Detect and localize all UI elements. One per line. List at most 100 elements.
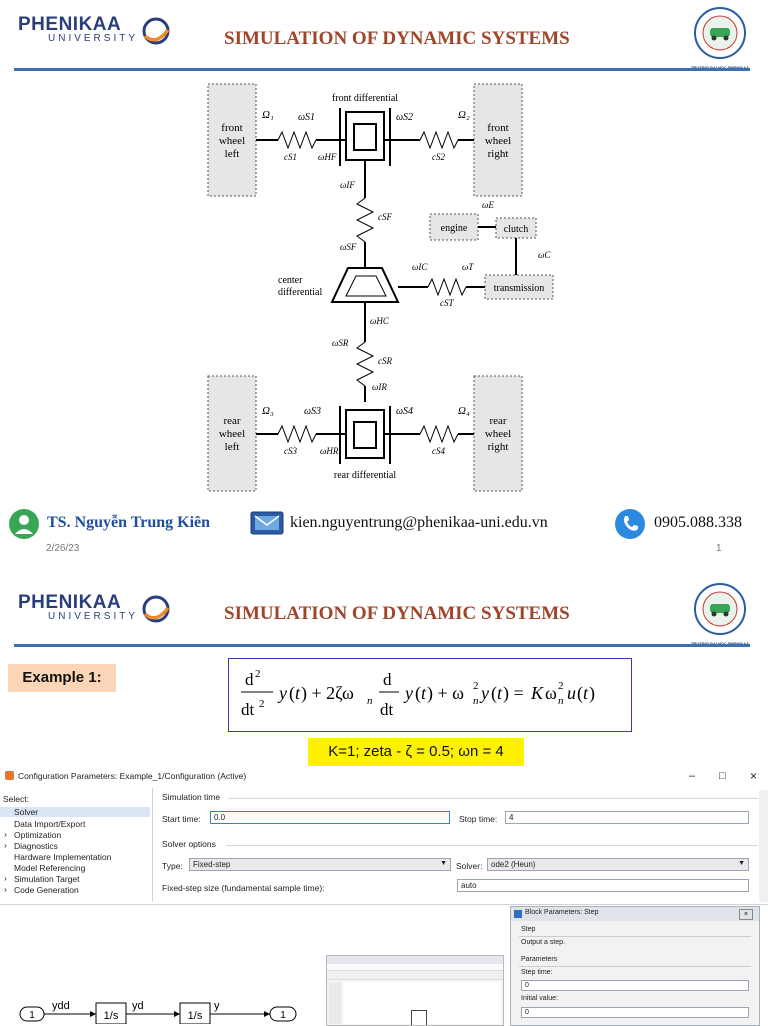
expand-icon[interactable]: › bbox=[4, 829, 7, 839]
stop-time-label: Stop time: bbox=[459, 814, 498, 824]
chevron-down-icon: ▼ bbox=[738, 860, 745, 867]
thumb-titlebar bbox=[327, 956, 503, 964]
svg-text:Ω₃: Ω₃ bbox=[262, 405, 274, 417]
seal-icon bbox=[694, 7, 746, 59]
svg-text:) + 2ζω: ) + 2ζω bbox=[301, 683, 354, 704]
rwr-2: wheel bbox=[485, 428, 511, 440]
expand-icon[interactable]: › bbox=[4, 840, 7, 850]
integrator-1-label: 1/s bbox=[104, 1010, 119, 1022]
svg-text:cSF: cSF bbox=[378, 212, 392, 222]
svg-text:n: n bbox=[367, 695, 373, 707]
minimize-button[interactable]: – bbox=[689, 770, 696, 782]
scrollbar[interactable] bbox=[759, 790, 768, 902]
rear-diff-label: rear differential bbox=[334, 470, 396, 481]
rwr-1: rear bbox=[489, 415, 506, 427]
logo-word: PHENIKAA bbox=[18, 14, 122, 35]
thumb-toolbar bbox=[327, 971, 503, 980]
svg-text:t: t bbox=[583, 683, 589, 703]
fixed-step-input[interactable] bbox=[457, 879, 749, 892]
tree-item-diagnostics[interactable]: Diagnostics bbox=[14, 841, 58, 851]
author-email[interactable]: kien.nguyentrung@phenikaa-uni.edu.vn bbox=[290, 514, 548, 531]
svg-text:cS2: cS2 bbox=[432, 152, 445, 162]
divider bbox=[228, 798, 758, 799]
fwl-1: front bbox=[221, 122, 242, 134]
outport-label: 1 bbox=[280, 1010, 286, 1021]
model-window-thumbnail[interactable] bbox=[326, 955, 504, 1026]
tree-item-optimization[interactable]: Optimization bbox=[14, 830, 62, 840]
start-time-input[interactable] bbox=[210, 811, 450, 824]
fixed-step-label: Fixed-step size (fundamental sample time… bbox=[162, 883, 325, 893]
solver-options-header: Solver options bbox=[162, 839, 216, 849]
signal-y: y bbox=[214, 1000, 220, 1012]
svg-text:t: t bbox=[497, 683, 503, 703]
tree-item-model-ref[interactable]: Model Referencing bbox=[14, 863, 86, 873]
svg-text:cS3: cS3 bbox=[284, 446, 297, 456]
divider bbox=[519, 966, 751, 967]
svg-text:(: ( bbox=[491, 683, 497, 704]
fwl-3: left bbox=[225, 148, 240, 160]
type-select[interactable]: Fixed-step ▼ bbox=[189, 858, 451, 871]
start-time-label: Start time: bbox=[162, 814, 201, 824]
close-button[interactable]: × bbox=[750, 769, 758, 783]
simulation-time-header: Simulation time bbox=[162, 792, 221, 802]
config-tree: Select: Solver Data Import/Export Optimi… bbox=[0, 788, 153, 902]
expand-icon[interactable]: › bbox=[4, 873, 7, 883]
svg-text:2: 2 bbox=[259, 698, 265, 710]
svg-text:ωT: ωT bbox=[462, 262, 474, 272]
svg-text:y: y bbox=[403, 683, 413, 703]
svg-text:2: 2 bbox=[473, 680, 479, 692]
svg-text:ωIF: ωIF bbox=[340, 180, 355, 190]
tree-item-code-gen[interactable]: Code Generation bbox=[14, 885, 79, 895]
divider bbox=[226, 845, 758, 846]
block-params-dialog: Block Parameters: Step × Step Output a s… bbox=[510, 906, 760, 1026]
phone-icon bbox=[615, 509, 645, 539]
solver-select[interactable]: ode2 (Heun) ▼ bbox=[487, 858, 749, 871]
slide-date: 2/26/23 bbox=[46, 543, 80, 554]
stop-time-input[interactable] bbox=[505, 811, 749, 824]
svg-text:cSR: cSR bbox=[378, 356, 392, 366]
center-diff-label-1: center bbox=[278, 275, 303, 286]
thumb-sidebar bbox=[329, 982, 341, 1024]
tree-item-sim-target[interactable]: Simulation Target bbox=[14, 874, 80, 884]
header-rule bbox=[14, 68, 750, 71]
logo-swoosh-icon-2 bbox=[142, 595, 170, 623]
svg-text:n: n bbox=[473, 695, 479, 707]
parameters-highlight: K=1; zeta - ζ = 0.5; ωn = 4 bbox=[308, 738, 524, 766]
svg-text:) + ω: ) + ω bbox=[427, 683, 464, 704]
svg-text:ωS1: ωS1 bbox=[298, 112, 315, 123]
maximize-button[interactable]: □ bbox=[719, 770, 726, 782]
transmission-label: transmission bbox=[494, 283, 545, 294]
svg-text:ωIC: ωIC bbox=[412, 262, 428, 272]
seal-caption: TRƯỜNG ĐẠI HỌC PHENIKAA bbox=[690, 65, 750, 70]
svg-text:) =: ) = bbox=[503, 683, 524, 704]
svg-text:ωIR: ωIR bbox=[372, 382, 387, 392]
tree-item-data-import[interactable]: Data Import/Export bbox=[14, 819, 86, 829]
rwl-1: rear bbox=[223, 415, 240, 427]
svg-text:ωHF: ωHF bbox=[318, 152, 337, 162]
svg-text:dt: dt bbox=[241, 700, 255, 719]
signal-yd: yd bbox=[132, 1000, 144, 1012]
fwr-3: right bbox=[488, 148, 509, 160]
clutch-label: clutch bbox=[504, 224, 528, 235]
svg-text:ωHC: ωHC bbox=[370, 316, 390, 326]
solver-label: Solver: bbox=[456, 861, 483, 871]
integrator-2-label: 1/s bbox=[188, 1010, 203, 1022]
thumb-menubar bbox=[327, 964, 503, 971]
outport-block bbox=[269, 1006, 297, 1022]
svg-text:2: 2 bbox=[255, 668, 261, 680]
expand-icon[interactable]: › bbox=[4, 884, 7, 894]
type-label: Type: bbox=[162, 861, 183, 871]
engine-label: engine bbox=[441, 223, 468, 234]
rwl-2: wheel bbox=[219, 428, 245, 440]
phenikaa-logo: PHENIKAA UNIVERSITY bbox=[18, 14, 138, 44]
step-time-input[interactable] bbox=[521, 980, 749, 991]
tree-item-hardware[interactable]: Hardware Implementation bbox=[14, 852, 112, 862]
initial-value-input[interactable] bbox=[521, 1007, 749, 1018]
step-time-label: Step time: bbox=[521, 969, 553, 976]
tree-item-solver[interactable]: Solver bbox=[0, 807, 150, 817]
svg-text:dt: dt bbox=[380, 700, 394, 719]
svg-text:ωS2: ωS2 bbox=[396, 112, 413, 123]
svg-text:ωSR: ωSR bbox=[332, 338, 349, 348]
close-icon[interactable]: × bbox=[739, 909, 753, 920]
svg-text:(: ( bbox=[415, 683, 421, 704]
